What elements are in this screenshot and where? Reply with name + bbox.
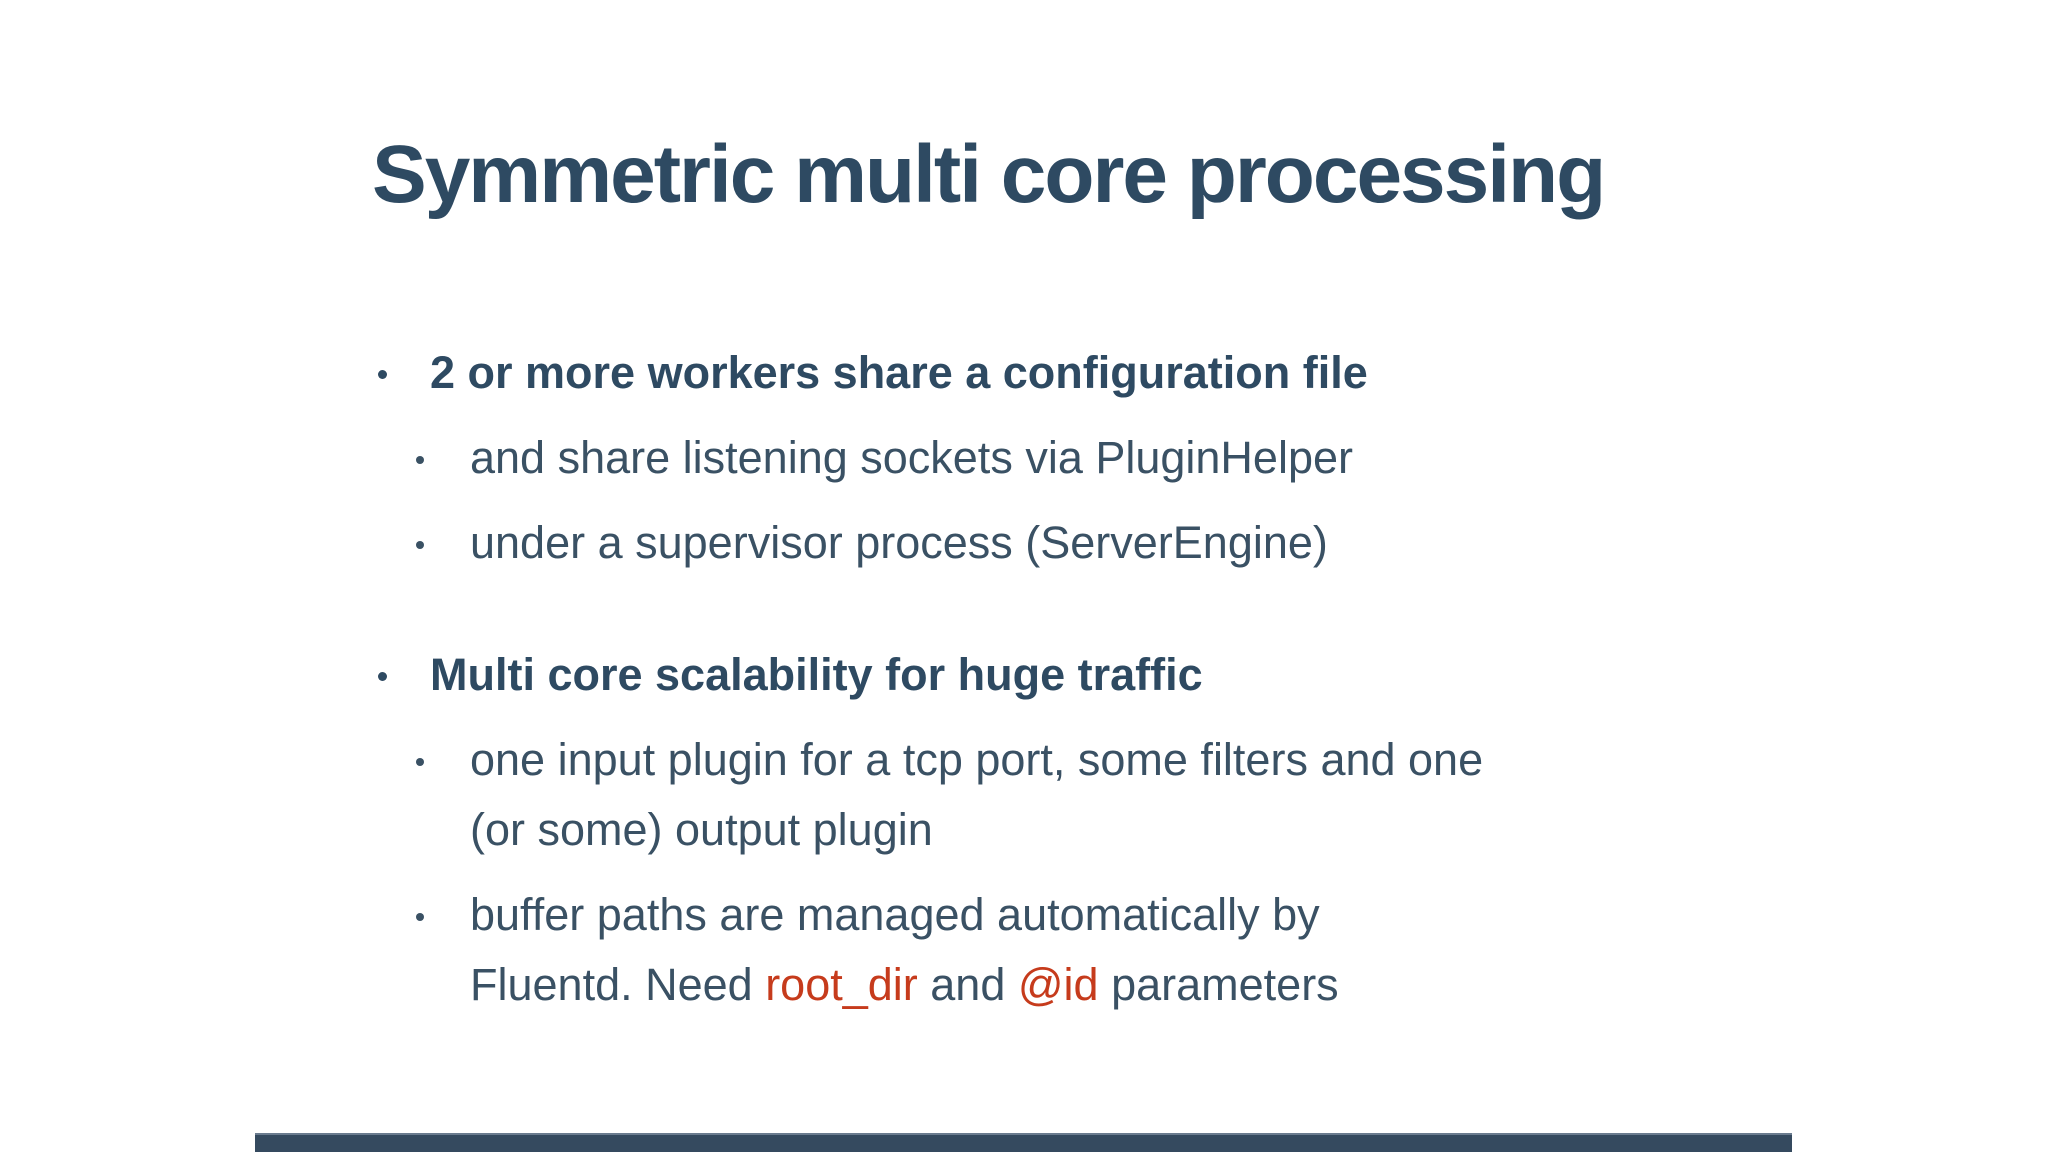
text-segment: (or some) output plugin (470, 804, 933, 855)
accent-term: @id (1017, 959, 1099, 1010)
text-segment: parameters (1098, 959, 1339, 1010)
text-segment: buffer paths are managed automatically b… (470, 889, 1320, 940)
bullet-dot-icon (416, 541, 424, 549)
slide-title: Symmetric multi core processing (372, 129, 1606, 220)
bullet-dot-icon (416, 758, 424, 766)
bullet-dot-icon (378, 672, 387, 681)
text-segment: and (917, 959, 1018, 1010)
text-segment: 2 or more workers share a configuration … (430, 347, 1368, 398)
bullet-item: buffer paths are managed automatically b… (375, 880, 1735, 1020)
bullet-text: Multi core scalability for huge traffic (430, 640, 1735, 710)
bullet-text: buffer paths are managed automatically b… (470, 880, 1735, 1020)
text-segment: under a supervisor process (ServerEngine… (470, 517, 1328, 568)
bullet-list: 2 or more workers share a configuration … (375, 338, 1735, 1020)
bullet-item: and share listening sockets via PluginHe… (375, 423, 1735, 493)
accent-term: root_dir (765, 959, 918, 1010)
bullet-item: one input plugin for a tcp port, some fi… (375, 725, 1735, 865)
text-segment: Fluentd. Need (470, 959, 766, 1010)
text-segment: and share listening sockets via PluginHe… (470, 432, 1353, 483)
text-segment: one input plugin for a tcp port, some fi… (470, 734, 1484, 785)
bullet-item: Multi core scalability for huge traffic (375, 640, 1735, 710)
bullet-text: 2 or more workers share a configuration … (430, 338, 1735, 408)
bullet-dot-icon (378, 370, 387, 379)
bullet-dot-icon (416, 913, 424, 921)
footer-bar (255, 1133, 1792, 1152)
bullet-text: one input plugin for a tcp port, some fi… (470, 725, 1735, 865)
bullet-item: under a supervisor process (ServerEngine… (375, 508, 1735, 578)
bullet-item: 2 or more workers share a configuration … (375, 338, 1735, 408)
bullet-dot-icon (416, 456, 424, 464)
text-segment: Multi core scalability for huge traffic (430, 649, 1203, 700)
bullet-text: under a supervisor process (ServerEngine… (470, 508, 1735, 578)
bullet-text: and share listening sockets via PluginHe… (470, 423, 1735, 493)
